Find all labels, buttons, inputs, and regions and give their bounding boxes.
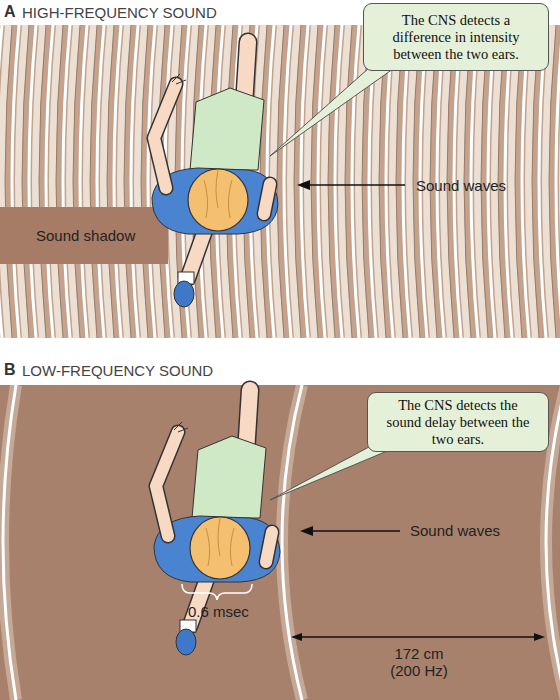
callout-box: The CNS detects a difference in intensit…: [363, 3, 549, 71]
sound-waves-label: Sound waves: [410, 522, 500, 539]
callout-pointer: [270, 60, 400, 156]
callout-box: The CNS detects the sound delay between …: [367, 392, 549, 452]
panel-a-background: [0, 25, 560, 338]
panel-heading: HIGH-FREQUENCY SOUND: [22, 4, 217, 21]
wave-crest: [0, 25, 560, 338]
wave-edge: [0, 25, 560, 338]
wave-crest: [282, 385, 302, 700]
arrow-head: [300, 526, 313, 536]
high-frequency-waves: [0, 25, 560, 338]
interaural-brace: [182, 584, 252, 600]
listener-figure: [154, 390, 280, 655]
direction-arrow: [309, 530, 400, 532]
wave-glow: [282, 385, 302, 700]
panel-heading: LOW-FREQUENCY SOUND: [22, 362, 213, 379]
dimension-line: [300, 636, 536, 637]
wave-glow: [3, 385, 16, 700]
panel-letter: A: [4, 3, 16, 21]
low-frequency-waves: [0, 385, 560, 700]
callout-text: The CNS detects a difference in intensit…: [380, 12, 532, 63]
arrow-head: [297, 180, 310, 190]
sound-shadow-band: Sound shadow: [0, 207, 168, 264]
region-label: Sound shadow: [36, 227, 135, 244]
panel-b-background: [0, 385, 560, 700]
panel: A HIGH-FREQUENCY SOUND The CNS detects a d…: [0, 0, 560, 340]
arrow-head: [534, 633, 545, 641]
wavelength-label: 172 cm (200 Hz): [383, 645, 455, 679]
delay-label: 0.6 msec: [188, 603, 249, 620]
wave-crest: [3, 385, 16, 700]
panel-letter: B: [4, 361, 16, 379]
arrow-head: [291, 633, 302, 641]
listener-figure: [152, 42, 278, 307]
direction-arrow: [306, 184, 405, 186]
callout-text: The CNS detects the sound delay between …: [384, 397, 532, 448]
wave-band: [0, 25, 560, 338]
sound-waves-label: Sound waves: [416, 177, 506, 194]
